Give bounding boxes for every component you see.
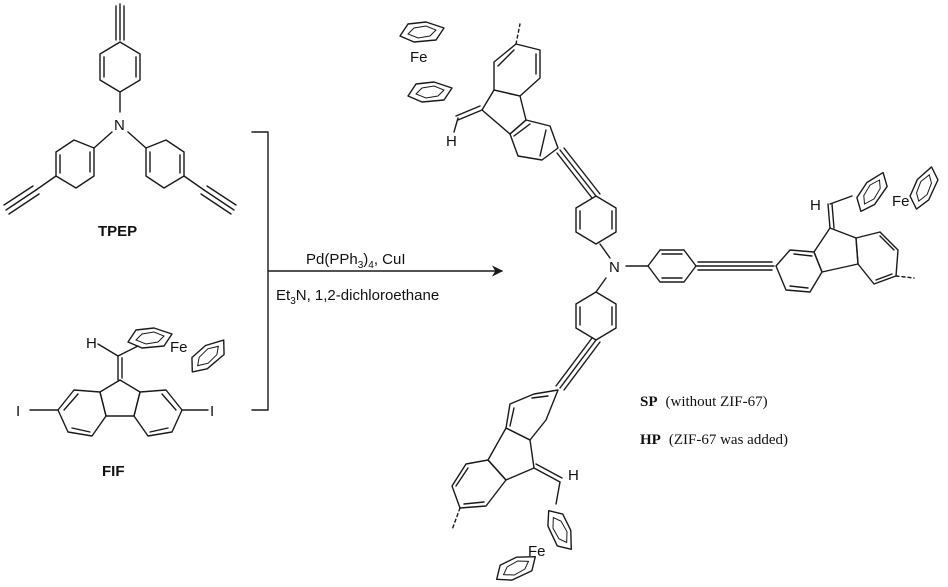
condition-catalyst: Pd(PPh3)4, CuI <box>306 251 406 271</box>
product-top-iron: Fe <box>410 49 428 66</box>
product-top-hydrogen: H <box>446 133 457 150</box>
fif-structure: H Fe I I <box>16 327 233 437</box>
tpep-nitrogen: N <box>114 117 125 134</box>
fif-iron: Fe <box>170 339 188 356</box>
product-polymer: N H Fe <box>399 21 945 586</box>
product-bottom-iron: Fe <box>528 543 546 560</box>
condition-solvent: Et3N, 1,2-dichloroethane <box>276 287 439 307</box>
product-bottom-hydrogen: H <box>568 467 579 484</box>
fif-iodine-left: I <box>16 403 20 420</box>
fif-hydrogen: H <box>86 335 97 352</box>
fif-label: FIF <box>102 463 125 480</box>
product-nitrogen: N <box>609 259 620 276</box>
hp-note: HP(ZIF-67 was added) <box>640 432 788 448</box>
product-right-hydrogen: H <box>810 197 821 214</box>
product-right-iron: Fe <box>892 193 910 210</box>
sp-note: SP(without ZIF-67) <box>640 394 768 410</box>
tpep-structure: N <box>3 3 237 215</box>
tpep-label: TPEP <box>98 223 137 240</box>
reactant-bracket <box>251 131 269 411</box>
fif-iodine-right: I <box>210 403 214 420</box>
